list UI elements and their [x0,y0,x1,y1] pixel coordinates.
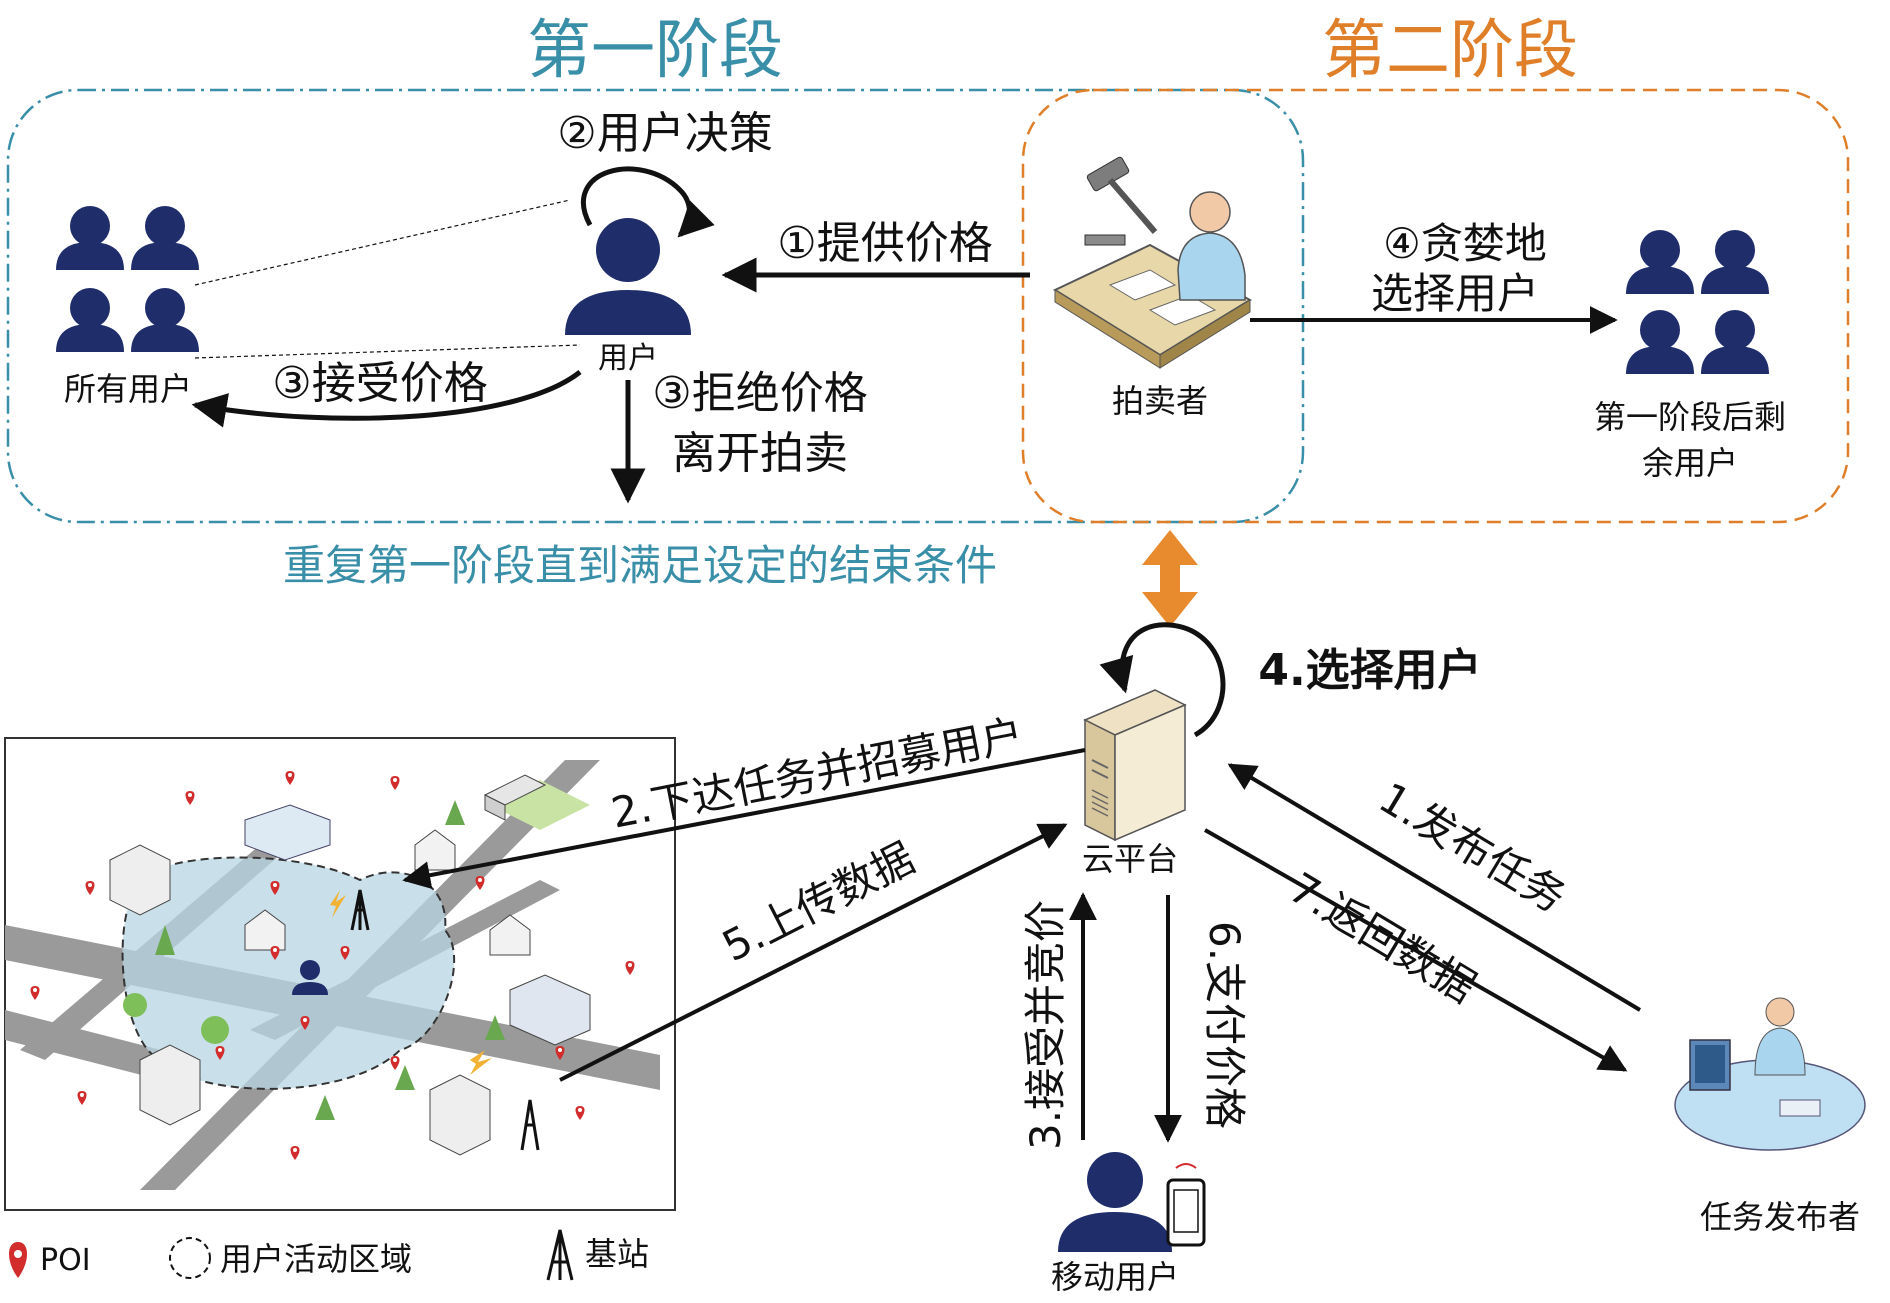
reject-price-label-2: 离开拍卖 [672,428,848,479]
publish-task-label: 1.发布任务 [1371,773,1575,922]
publish-task-arrow [1227,763,1642,1012]
user-decision-label: ②用户决策 [557,108,772,159]
repeat-condition-text: 重复第一阶段直到满足设定的结束条件 [283,541,997,590]
cloud-server-icon [1083,689,1187,842]
provide-price-label: ①提供价格 [777,218,992,269]
base-station-legend-icon [546,1229,574,1281]
user-label: 用户 [598,341,658,376]
poi-legend-icon [9,1242,27,1278]
connector-line [194,199,571,286]
stage1-box [6,88,1305,524]
remaining-users-icon [1626,230,1769,374]
task-publisher-icon [1674,997,1866,1151]
legend-poi-label: POI [40,1243,91,1278]
task-publisher-label: 任务发布者 [1700,1198,1860,1236]
return-data-arrow [1204,828,1628,1072]
city-map [4,737,676,1211]
all-users-icon [56,206,199,352]
remaining-users-label-1: 第一阶段后剩 [1594,398,1786,436]
greedy-label-2: 选择用户 [1371,269,1539,318]
mobile-user-label: 移动用户 [1051,1258,1179,1296]
legend-station-label: 基站 [585,1235,649,1273]
connector-line [194,344,581,359]
legend: POI 用户活动区域 基站 [9,1229,649,1281]
legend-area-label: 用户活动区域 [220,1240,412,1278]
accept-bid-label: 3.接受并竞价 [1021,900,1070,1150]
issue-task-arrow [402,748,1086,890]
accept-price-arrow [191,370,582,428]
select-users-label: 4.选择用户 [1258,645,1481,696]
return-data-label: 7.返回数据 [1281,863,1485,1012]
user-icon [565,218,691,335]
stage2-title: 第二阶段 [1322,14,1578,88]
cloud-platform-label: 云平台 [1082,840,1178,878]
greedy-label-1: ④贪婪地 [1383,219,1547,268]
reject-price-label-1: ③拒绝价格 [652,368,867,419]
stage1-title: 第一阶段 [527,14,783,88]
select-users-loop-arrow [1099,622,1226,738]
remaining-users-label-2: 余用户 [1642,444,1738,482]
pay-price-label: 6.支付价格 [1200,921,1249,1129]
all-users-label: 所有用户 [64,370,192,408]
accept-price-label: ③接受价格 [272,358,487,409]
auctioneer-label: 拍卖者 [1112,382,1208,420]
stage2-box [1021,88,1850,524]
activity-area-legend-icon [169,1237,211,1279]
decision-loop-arrow [581,166,715,238]
upload-data-arrow [559,823,1068,1082]
mobile-user-icon [1058,1152,1206,1252]
stage-cloud-link-arrow [1142,530,1198,627]
auctioneer-icon [1052,156,1252,369]
